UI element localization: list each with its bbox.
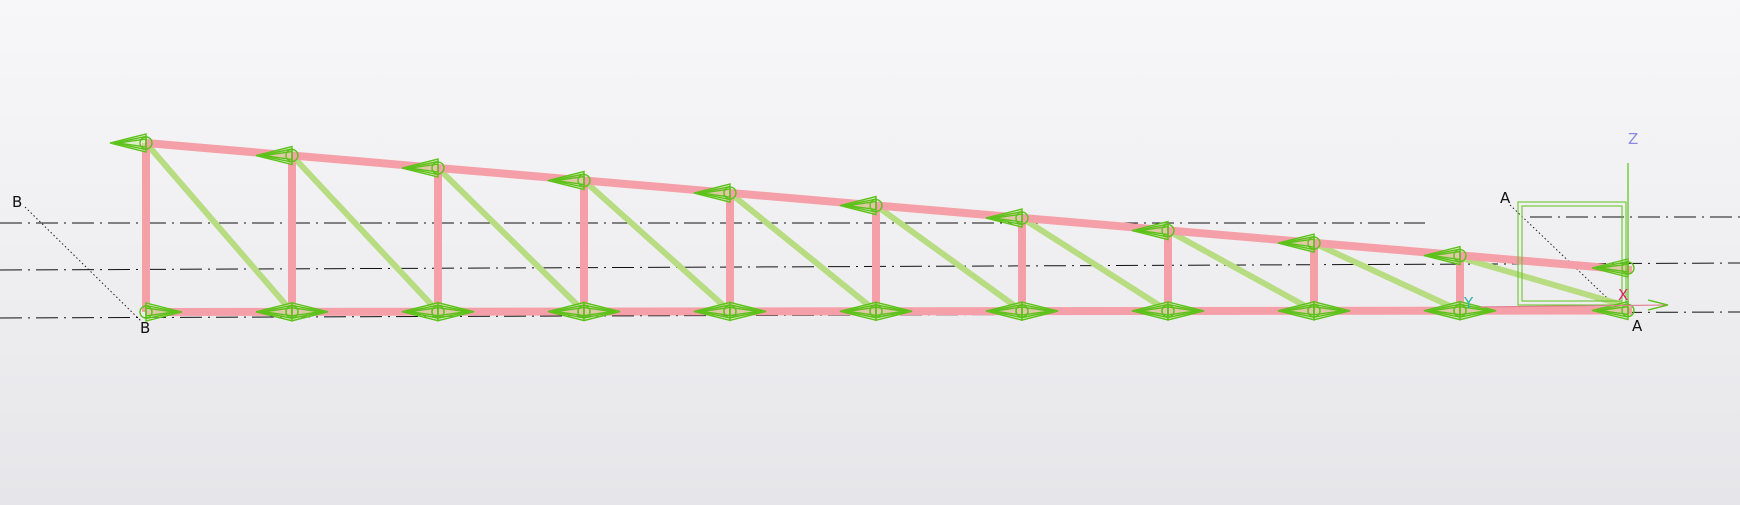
diagonal-member[interactable]: [1459, 254, 1629, 310]
section-label-a-top: A: [1500, 189, 1511, 207]
section-label-a-bottom: A: [1632, 317, 1643, 335]
x-axis-line: [1479, 304, 1669, 308]
load-direction-icon: [839, 195, 883, 216]
load-symbols: [109, 133, 1635, 322]
axis-box: [1517, 201, 1627, 306]
load-direction-icon: [577, 301, 621, 322]
diagonal-member[interactable]: [874, 203, 1024, 314]
section-label-b-top: B: [12, 193, 22, 211]
load-direction-icon: [401, 158, 445, 178]
load-direction-icon: [985, 208, 1029, 228]
diagonal-member[interactable]: [143, 141, 295, 314]
diagonal-member[interactable]: [728, 190, 878, 314]
load-direction-icon: [431, 301, 475, 322]
load-direction-icon: [723, 301, 767, 322]
axis-label-y: Y: [1463, 294, 1474, 312]
axis-label-x: X: [1618, 286, 1628, 304]
diagonal-member[interactable]: [1020, 215, 1170, 314]
load-direction-icon: [285, 301, 329, 322]
section-label-b-bottom: B: [140, 319, 150, 337]
load-direction-icon: [1307, 300, 1351, 321]
load-direction-icon: [1161, 301, 1205, 321]
diagonal-member[interactable]: [581, 178, 733, 314]
load-direction-icon: [109, 133, 153, 153]
truss-members[interactable]: [142, 139, 1633, 316]
load-direction-icon: [255, 145, 299, 166]
load-direction-icon: [1131, 220, 1175, 241]
axis-label-z: Z: [1628, 130, 1638, 148]
diagonal-member[interactable]: [435, 165, 587, 314]
diagonal-member[interactable]: [1312, 240, 1462, 314]
load-direction-icon: [1015, 301, 1059, 322]
load-direction-icon: [1277, 233, 1321, 253]
x-axis-arrow-icon: [1647, 299, 1669, 311]
top-chord[interactable]: [145, 139, 1633, 274]
diagonal-member[interactable]: [1166, 227, 1316, 314]
local-axis-frame: [1479, 163, 1669, 312]
section-leader-b: [24, 206, 143, 323]
load-direction-icon: [1453, 300, 1497, 321]
axis-box-inner: [1521, 205, 1623, 302]
load-direction-icon: [869, 301, 913, 322]
load-direction-icon: [693, 183, 737, 203]
diagonal-member[interactable]: [289, 153, 441, 314]
load-direction-icon: [1423, 245, 1467, 266]
load-direction-icon: [547, 170, 591, 191]
load-direction-icon: [139, 302, 183, 322]
